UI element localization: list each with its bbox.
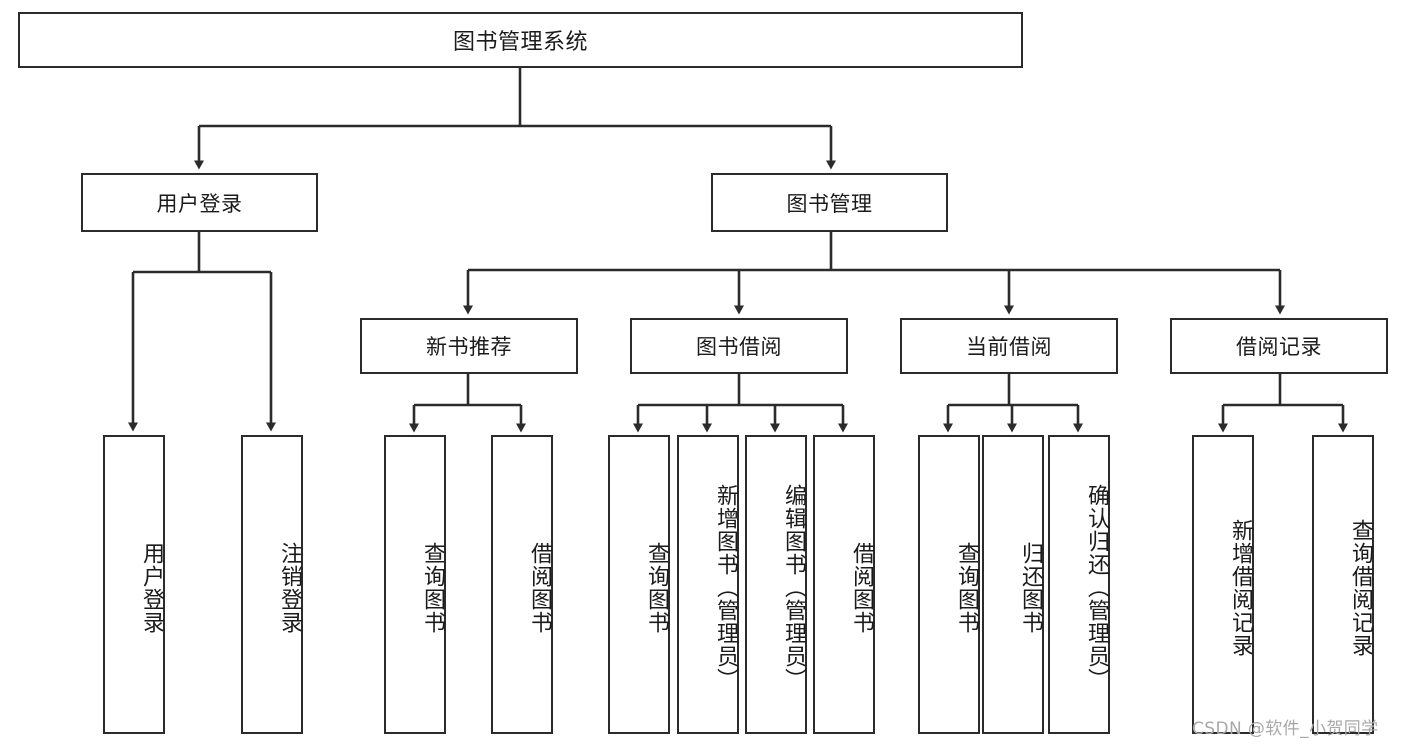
node-borrow-record[interactable]: 借阅记录 xyxy=(1170,318,1388,374)
leaf-add-book[interactable]: 新增图书（管理员） xyxy=(677,435,739,734)
leaf-query-record[interactable]: 查询借阅记录 xyxy=(1312,435,1374,734)
leaf-logout-label: 注销登录 xyxy=(277,541,302,634)
leaf-add-record[interactable]: 新增借阅记录 xyxy=(1192,435,1254,734)
node-root-system[interactable]: 图书管理系统 xyxy=(18,12,1023,68)
node-user-login[interactable]: 用户登录 xyxy=(81,173,318,232)
leaf-add-record-label: 新增借阅记录 xyxy=(1228,518,1253,657)
leaf-edit-book-label: 编辑图书（管理员） xyxy=(781,484,806,691)
leaf-query-record-label: 查询借阅记录 xyxy=(1348,518,1373,657)
node-new-book-recommend[interactable]: 新书推荐 xyxy=(360,318,578,374)
leaf-query-book-3-label: 查询图书 xyxy=(954,541,979,634)
leaf-return-book[interactable]: 归还图书 xyxy=(982,435,1044,734)
leaf-query-book-1[interactable]: 查询图书 xyxy=(384,435,446,734)
leaf-edit-book[interactable]: 编辑图书（管理员） xyxy=(745,435,807,734)
csdn-watermark: CSDN @软件_小贺同学 xyxy=(1192,719,1379,739)
leaf-query-book-1-label: 查询图书 xyxy=(420,541,445,634)
node-book-borrow[interactable]: 图书借阅 xyxy=(630,318,848,374)
leaf-borrow-book-2-label: 借阅图书 xyxy=(849,541,874,634)
leaf-confirm-return-label: 确认归还（管理员） xyxy=(1084,484,1109,691)
leaf-borrow-book-2[interactable]: 借阅图书 xyxy=(813,435,875,734)
leaf-query-book-2-label: 查询图书 xyxy=(644,541,669,634)
leaf-borrow-book-1[interactable]: 借阅图书 xyxy=(491,435,553,734)
node-book-management[interactable]: 图书管理 xyxy=(711,173,948,232)
leaf-user-login[interactable]: 用户登录 xyxy=(103,435,165,734)
leaf-confirm-return[interactable]: 确认归还（管理员） xyxy=(1048,435,1110,734)
leaf-user-login-label: 用户登录 xyxy=(139,541,164,634)
leaf-return-book-label: 归还图书 xyxy=(1018,541,1043,634)
leaf-add-book-label: 新增图书（管理员） xyxy=(713,484,738,691)
node-current-borrow[interactable]: 当前借阅 xyxy=(900,318,1118,374)
leaf-query-book-3[interactable]: 查询图书 xyxy=(918,435,980,734)
leaf-logout[interactable]: 注销登录 xyxy=(241,435,303,734)
leaf-borrow-book-1-label: 借阅图书 xyxy=(527,541,552,634)
leaf-query-book-2[interactable]: 查询图书 xyxy=(608,435,670,734)
